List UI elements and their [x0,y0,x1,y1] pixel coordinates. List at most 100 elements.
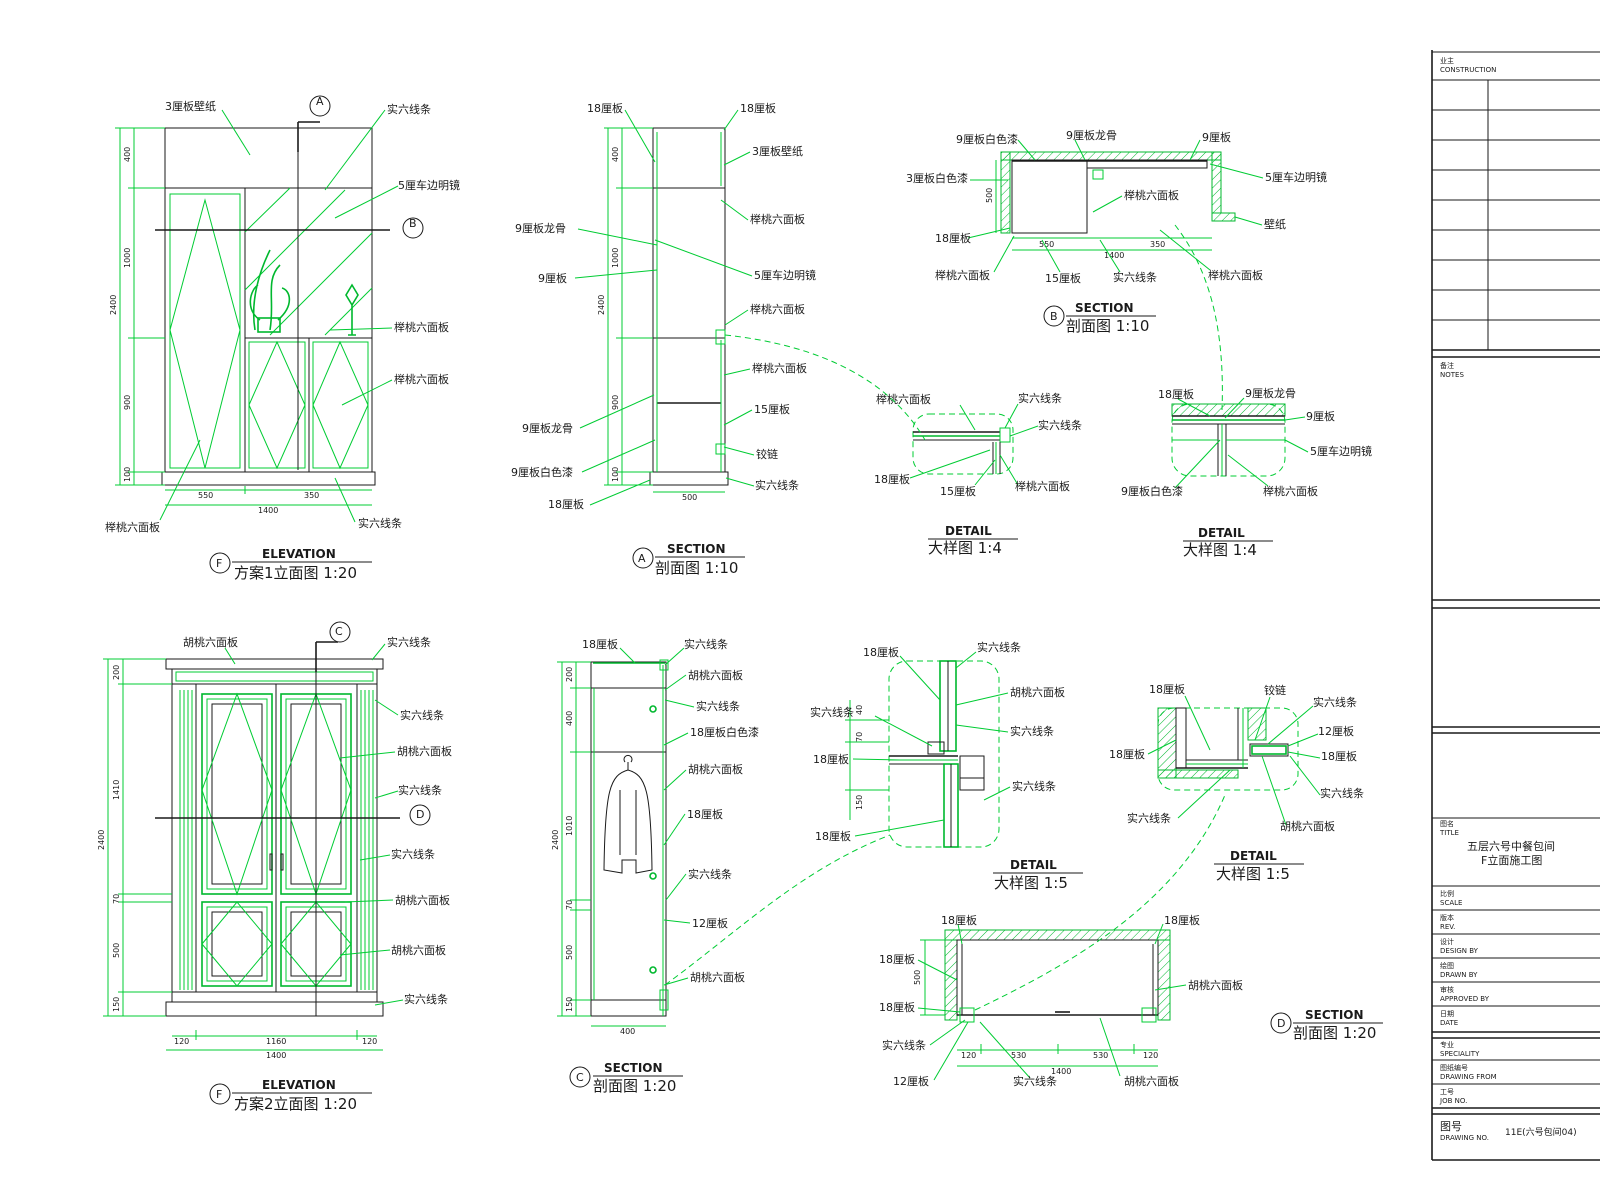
view-title-cn: 剖面图 1:10 [1066,317,1149,335]
secD-label: 12厘板 [893,1074,929,1088]
elev1-top-box [164,127,373,189]
tb-row-cn: 工号 [1440,1088,1454,1096]
secC-label: 实六线条 [684,637,728,651]
det2-label: 榉桃六面板 [1263,484,1318,498]
svg-text:2400: 2400 [551,830,560,850]
svg-text:1400: 1400 [258,506,278,515]
tb-drawing-no-value: 11E(六号包间04) [1505,1126,1577,1138]
detail-3: 40 70 150 18厘板 实六线条 胡桃六面板 实六线条 实六线条 18厘板… [810,640,1083,892]
svg-text:500: 500 [985,188,994,203]
svg-text:900: 900 [123,395,132,410]
tb-row-cn: 版本 [1440,913,1454,922]
secC-label: 18厘板 [687,807,723,821]
view-title-cn: 方案2立面图 1:20 [234,1095,357,1113]
elev1-label: 实六线条 [387,102,431,116]
tb-row-en: SCALE [1440,899,1462,907]
secC-label: 胡桃六面板 [688,668,743,682]
view-mark: F [216,557,222,570]
elev1-label: 5厘车边明镜 [398,178,460,192]
elev1-label: 实六线条 [358,516,402,530]
det1-label: 实六线条 [1018,391,1062,405]
tb-row-en: DATE [1440,1019,1458,1027]
secA-label: 18厘板 [548,497,584,511]
det3-label: 实六线条 [1010,724,1054,738]
svg-text:70: 70 [112,894,121,904]
view-title-en: SECTION [604,1061,663,1075]
det4-label: 胡桃六面板 [1280,819,1335,833]
svg-text:120: 120 [1143,1051,1158,1060]
secB-label: 榉桃六面板 [1124,188,1179,202]
det2-label: 9厘板龙骨 [1245,386,1296,400]
tb-row-en: REV. [1440,923,1455,931]
det4-label: 18厘板 [1321,749,1357,763]
svg-text:150: 150 [112,997,121,1012]
detail-callout-curve [1174,224,1223,411]
detail-1: 榉桃六面板 实六线条 实六线条 18厘板 15厘板 榉桃六面板 DETAIL 大… [874,391,1082,557]
secC-label: 实六线条 [688,867,732,881]
section-b: 500 550 1400 350 9厘板白色漆 9厘板龙骨 9厘板 3厘板白色漆… [906,128,1327,335]
svg-text:1400: 1400 [1104,251,1124,260]
section-c: 200 400 1010 2400 70 500 150 400 18厘板 实六… [551,637,759,1095]
secC-label: 胡桃六面板 [688,762,743,776]
tb-row-cn: 专业 [1440,1040,1454,1049]
secA-label: 榉桃六面板 [750,302,805,316]
section-mark-a-letter: A [316,95,324,108]
view-title-en: DETAIL [1230,849,1277,863]
svg-text:400: 400 [123,147,132,162]
view-title-cn: 剖面图 1:20 [1293,1024,1376,1042]
tb-row-en: DESIGN BY [1440,947,1479,955]
tb-row-en: SPECIALITY [1440,1050,1480,1058]
tb-row-en: APPROVED BY [1440,995,1490,1003]
secD-label: 18厘板 [879,1000,915,1014]
secA-label: 18厘板 [587,101,623,115]
det4-label: 18厘板 [1109,747,1145,761]
secA-label: 9厘板龙骨 [515,221,566,235]
svg-text:1410: 1410 [112,780,121,800]
det1-label: 榉桃六面板 [876,392,931,406]
elev2-label: 实六线条 [387,635,431,649]
detail-4: 18厘板 铰链 实六线条 12厘板 18厘板 18厘板 实六线条 实六线条 胡桃… [1109,682,1364,883]
view-title-en: DETAIL [945,524,992,538]
tb-client-cn: 业主 [1440,56,1454,65]
det1-label: 18厘板 [874,472,910,486]
view-title-en: SECTION [1075,301,1134,315]
elev2-label: 实六线条 [398,783,442,797]
det4-label: 实六线条 [1127,811,1171,825]
svg-text:1000: 1000 [123,248,132,268]
secC-label: 18厘板白色漆 [690,725,759,739]
secD-label: 18厘板 [1164,913,1200,927]
secD-label: 实六线条 [1013,1074,1057,1088]
detail-callout-curve [724,334,926,441]
elev2-label: 胡桃六面板 [183,635,238,649]
view-title-en: SECTION [1305,1008,1364,1022]
elev2-label: 实六线条 [400,708,444,722]
tb-title-line2: F立面施工图 [1481,853,1542,867]
secD-label: 实六线条 [882,1038,926,1052]
view-title-cn: 大样图 1:5 [994,874,1068,892]
view-title-cn: 大样图 1:4 [928,539,1002,557]
secA-label: 3厘板壁纸 [752,144,803,158]
elev2-label: 实六线条 [404,992,448,1006]
elevation-1: A B 400 1000 900 100 2400 550 350 1400 3… [105,95,460,582]
svg-text:1400: 1400 [266,1051,286,1060]
secA-label: 15厘板 [754,402,790,416]
view-mark: A [638,552,646,565]
svg-text:1000: 1000 [611,248,620,268]
elevation-2: C D 200 1410 2400 70 500 150 120 1160 12… [97,621,452,1113]
view-title-cn: 方案1立面图 1:20 [234,564,357,582]
view-mark: D [1277,1017,1285,1030]
secB-label: 榉桃六面板 [1208,268,1263,282]
elev1-plinth [161,471,376,486]
svg-text:550: 550 [1039,240,1054,249]
secD-label: 18厘板 [941,913,977,927]
tb-drawing-no-en: DRAWING NO. [1440,1134,1489,1142]
tb-title-cn: 图名 [1440,819,1454,828]
det4-label: 实六线条 [1313,695,1357,709]
det1-label: 榉桃六面板 [1015,479,1070,493]
section-mark-a [309,95,331,117]
tb-row-en: JOB NO. [1439,1097,1467,1105]
det3-label: 实六线条 [810,705,854,719]
svg-text:1010: 1010 [565,816,574,836]
tb-row-en: DRAWING FROM [1440,1073,1497,1081]
